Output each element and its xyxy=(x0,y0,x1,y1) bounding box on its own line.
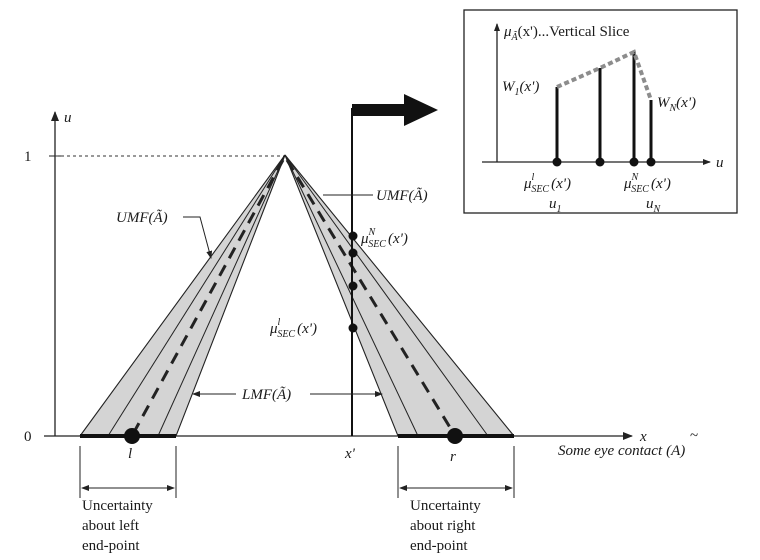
inset-secondary-mf-envelope xyxy=(556,49,653,101)
left-uncertainty-line-2: about left xyxy=(82,518,140,534)
inset-u1-label: u1 xyxy=(549,196,562,215)
left-endpoint-dot xyxy=(124,428,140,444)
left-fou-embedded-line-2 xyxy=(157,154,286,437)
umf-right-label: UMF(Ã) xyxy=(376,187,428,204)
slice-point-2 xyxy=(348,248,358,258)
left-fou-embedded-line-1 xyxy=(107,154,286,437)
inset-title: μÃ(x')...Vertical Slice xyxy=(503,24,630,43)
right-principal-mf xyxy=(285,159,456,435)
left-uncertainty-line-3: end-point xyxy=(82,538,140,554)
inset-point-1 xyxy=(552,157,562,167)
x-axis-label: x xyxy=(639,429,647,445)
left-principal-mf xyxy=(131,159,285,435)
right-uncertainty-line-2: about right xyxy=(410,518,476,534)
right-endpoint-dot xyxy=(447,428,463,444)
right-fou-embedded-line-2 xyxy=(284,154,489,437)
u-axis-label: u xyxy=(64,110,72,126)
x-domain-tilde: ~ xyxy=(690,428,698,444)
inset-u-axis-label: u xyxy=(716,155,724,171)
umf-left-leader xyxy=(183,216,213,259)
lmf-label: LMF(Ã) xyxy=(241,386,291,403)
x-domain-label: Some eye contact(A) xyxy=(558,443,685,459)
inset-point-3 xyxy=(629,157,639,167)
left-uncertainty-line-1: Uncertainty xyxy=(82,498,153,514)
tick-one: 1 xyxy=(24,149,32,165)
slice-point-3 xyxy=(348,281,358,291)
inset-point-n xyxy=(646,157,656,167)
inset-un-label: uN xyxy=(646,196,662,215)
inset-wn-label: WN(x') xyxy=(657,95,696,114)
x-prime-label: x' xyxy=(344,446,356,462)
vertical-slice-inset: u μÃ(x')...Vertical Slice W1(x') WN(x') … xyxy=(463,9,738,215)
inset-w1-label: W1(x') xyxy=(502,79,539,98)
slice-point-1 xyxy=(348,323,358,333)
umf-left-label: UMF(Ã) xyxy=(116,209,168,226)
right-uncertainty-line-3: end-point xyxy=(410,538,468,554)
left-endpoint-label: l xyxy=(128,446,132,462)
slice-point-n xyxy=(348,231,358,241)
slice-callout-arrow-head xyxy=(404,94,438,126)
right-uncertainty-line-1: Uncertainty xyxy=(410,498,481,514)
right-endpoint-label: r xyxy=(450,449,456,465)
inset-point-2 xyxy=(595,157,605,167)
tick-zero: 0 xyxy=(24,429,32,445)
